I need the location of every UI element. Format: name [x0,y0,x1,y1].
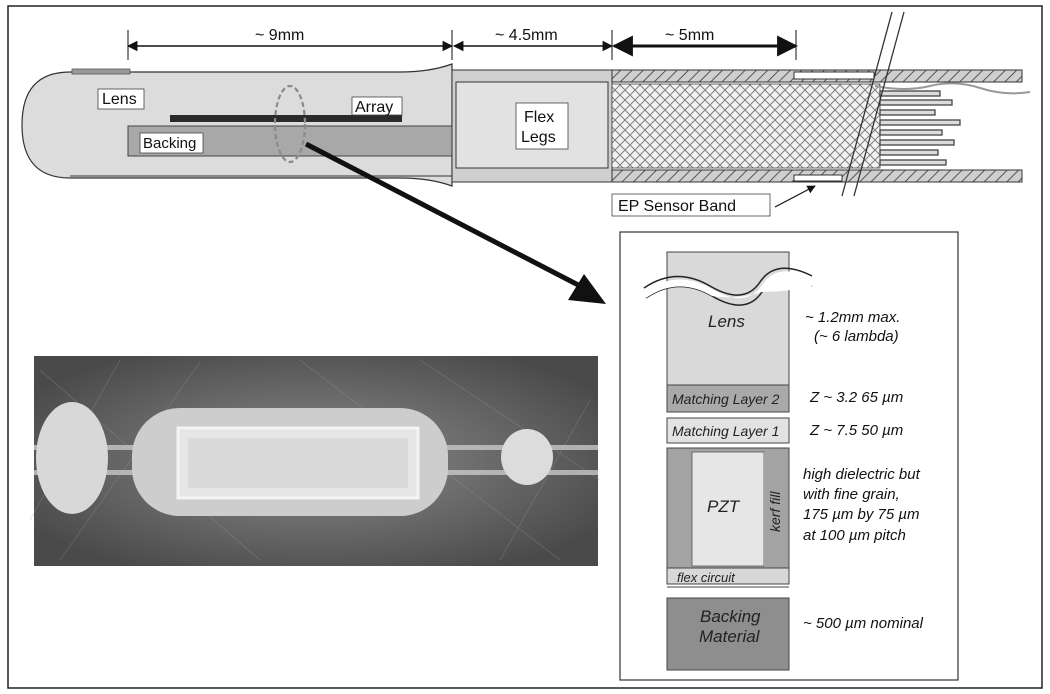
flex-length-dim: ~ 4.5mm [495,27,558,44]
stack-matching1-label: Matching Layer 1 [672,423,779,439]
matching-layer-2 [666,384,790,413]
flex-legs-label-2: Legs [521,129,556,146]
backing-label: Backing [143,135,196,152]
note-lens-2: (~ 6 lambda) [814,328,899,345]
note-backing: ~ 500 µm nominal [803,615,924,632]
note-pzt-3: 175 µm by 75 µm [803,506,920,523]
dimension-lines [126,30,799,60]
note-pzt-4: at 100 µm pitch [803,527,906,544]
note-matching1: Z ~ 7.5 50 µm [809,422,903,439]
backing-label-box [139,132,204,154]
wavy-wire [874,82,1031,95]
ep-sensor-label: EP Sensor Band [618,198,736,215]
stack-matching2-label: Matching Layer 2 [672,391,780,407]
ep-sensor-pointer [774,185,816,208]
transducer-photo [29,356,601,566]
note-matching2: Z ~ 3.2 65 µm [809,389,903,406]
stack-kerf-label: kerf fill [767,491,783,532]
array-label-box [351,96,403,116]
array-label: Array [355,99,393,116]
lens-label: Lens [102,91,137,108]
stack-cross-section: Lens Matching Layer 2 Matching Layer 1 P… [619,231,959,681]
note-lens-1: ~ 1.2mm max. [805,309,900,326]
flex-legs-label-box [515,102,569,150]
stack-backing-label-1: Backing [700,607,761,626]
array-length-dim: ~ 9mm [255,27,304,44]
stack-pzt-label: PZT [707,497,741,516]
stack-backing-label-2: Material [699,627,761,646]
flex-legs-label-1: Flex [524,109,554,126]
stack-lens-label: Lens [708,312,745,331]
note-pzt-2: with fine grain, [803,486,900,503]
detail-arrowhead [568,274,606,304]
sensor-length-dim: ~ 5mm [665,27,714,44]
detail-arrow [304,141,586,291]
ep-sensor-band-mark-lower [793,174,843,182]
break-line-left [841,11,893,197]
ep-sensor-label-box [611,193,771,217]
array-element [170,115,402,122]
matching-layer-1 [666,417,790,444]
ep-sensor-band-mark [793,71,875,80]
braided-wires [611,83,881,169]
lens-label-box [97,88,145,110]
break-wave [643,267,813,296]
catheter-tip: ~ 9mm ~ 4.5mm ~ 5mm [21,11,1031,304]
break-line-right [853,11,905,197]
housing-shell [21,63,453,187]
flex-circuit-layer [666,567,790,585]
lens-cap-line [71,68,131,75]
wire-fanout [879,90,961,166]
kerf-fill-region [764,452,784,566]
section-marker [273,84,307,164]
backing-material-layer [666,597,790,671]
figure-frame [7,5,1043,689]
stack-flex-label: flex circuit [677,570,736,585]
note-pzt-1: high dielectric but [803,466,921,483]
